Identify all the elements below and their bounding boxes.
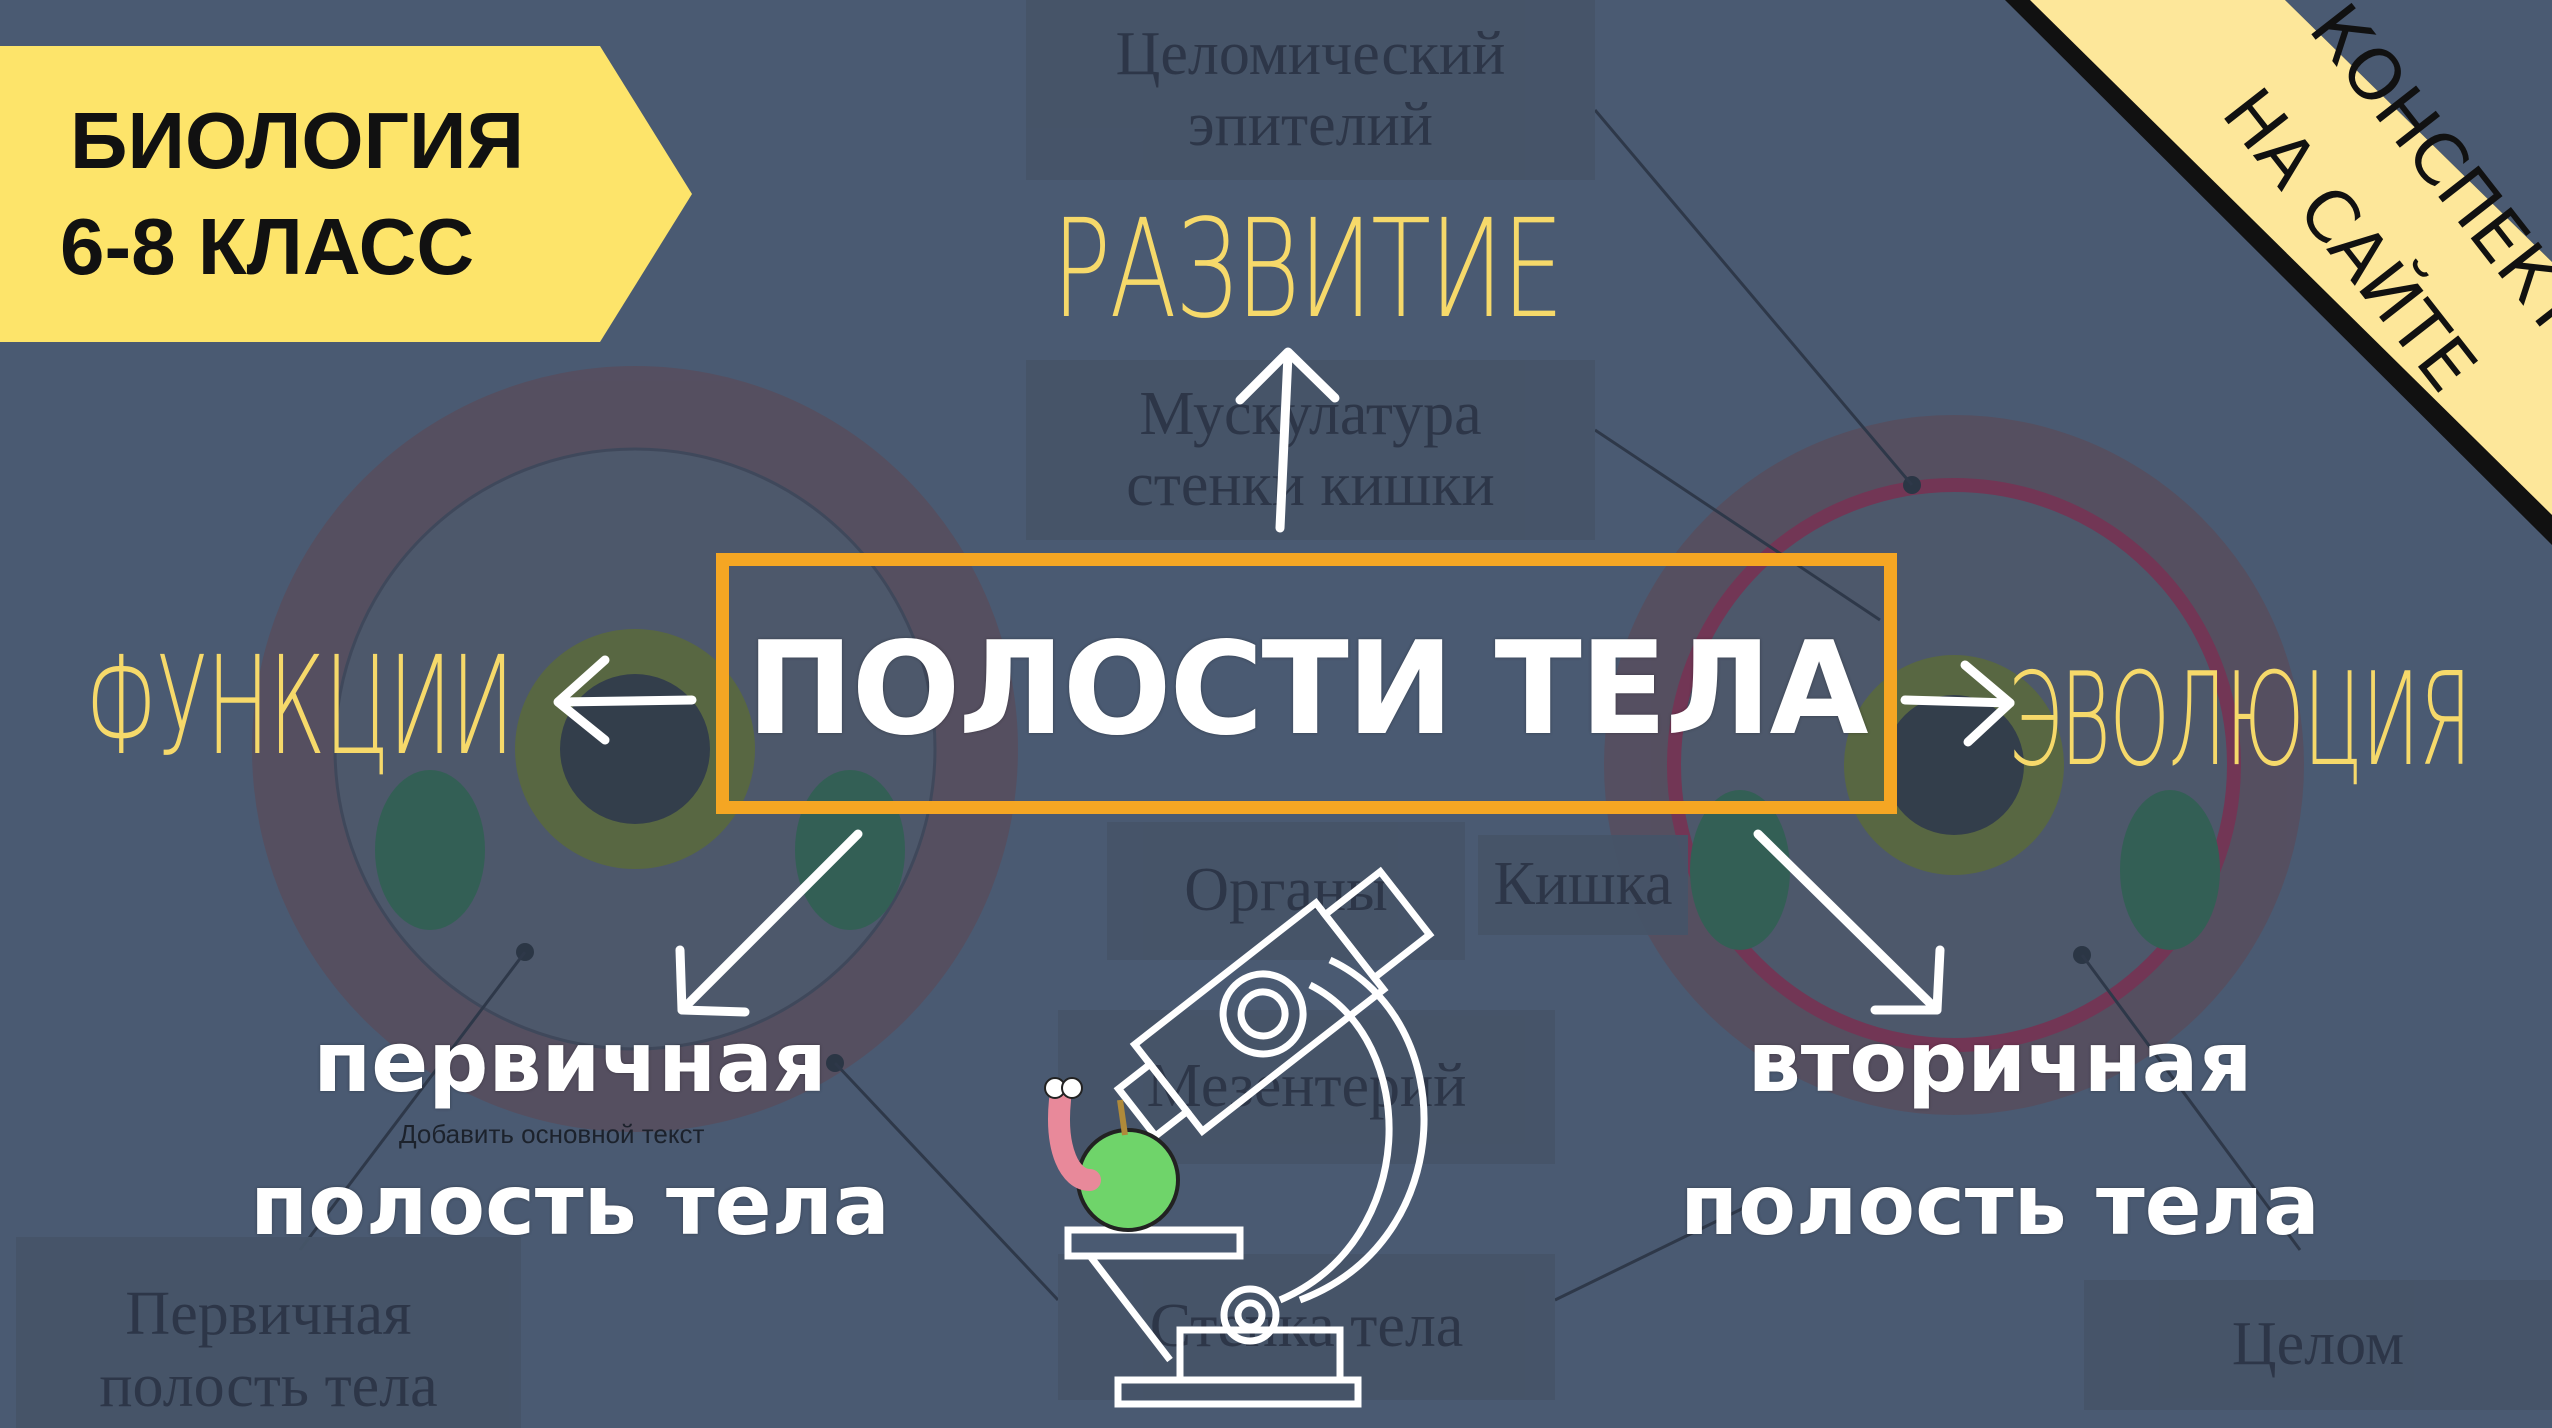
branch-evolution: ЭВОЛЮЦИЯ bbox=[2008, 646, 2472, 795]
label-coelom: Целом bbox=[2084, 1280, 2552, 1410]
label-line: полость тела bbox=[99, 1351, 438, 1420]
label-line: Кишка bbox=[1493, 850, 1673, 919]
label-line: Мускулатура bbox=[1139, 379, 1482, 448]
label-gut-muscles: Мускулатура стенки кишки bbox=[1026, 360, 1595, 540]
label-primary-cavity: Первичная полость тела bbox=[16, 1237, 521, 1428]
placeholder-text[interactable]: Добавить основной текст bbox=[399, 1119, 705, 1149]
label-line: стенки кишки bbox=[1126, 451, 1495, 519]
arrow-down-left-icon bbox=[675, 829, 863, 1017]
subject-banner-shape bbox=[0, 46, 692, 342]
subject-banner: БИОЛОГИЯ 6-8 КЛАСС bbox=[60, 88, 524, 300]
banner-subject: БИОЛОГИЯ bbox=[70, 96, 524, 185]
center-title-frame bbox=[716, 553, 1897, 814]
primary-line1: первичная bbox=[313, 1013, 827, 1111]
label-gut: Кишка bbox=[1478, 835, 1688, 935]
secondary-cavity-crosssection bbox=[1554, 109, 2304, 1302]
label-line: Целом bbox=[2231, 1310, 2405, 1379]
microscope-icon bbox=[1064, 866, 1435, 1408]
center-title: ПОЛОСТИ ТЕЛА bbox=[746, 615, 1868, 764]
arrow-down-right-icon bbox=[1753, 829, 1945, 1015]
label-coelom-epithelium: Целомический эпителий bbox=[1026, 0, 1595, 180]
branch-development: РАЗВИТИЕ bbox=[1052, 191, 1564, 349]
primary-line2: полость тела bbox=[250, 1156, 890, 1254]
apple-worm-icon bbox=[1044, 1077, 1180, 1232]
arrow-up-icon bbox=[1235, 347, 1340, 533]
label-line: Стенка тела bbox=[1149, 1292, 1464, 1361]
arrow-left-icon bbox=[553, 655, 697, 745]
label-line: Целомический bbox=[1115, 19, 1506, 88]
banner-grade: 6-8 КЛАСС bbox=[60, 202, 475, 291]
branch-functions: ФУНКЦИИ bbox=[85, 628, 514, 786]
label-line: Первичная bbox=[125, 1280, 412, 1349]
arrow-right-icon bbox=[1900, 660, 2015, 747]
secondary-line1: вторичная bbox=[1747, 1013, 2253, 1111]
label-line: эпителий bbox=[1188, 91, 1433, 159]
secondary-line2: полость тела bbox=[1680, 1156, 2320, 1254]
